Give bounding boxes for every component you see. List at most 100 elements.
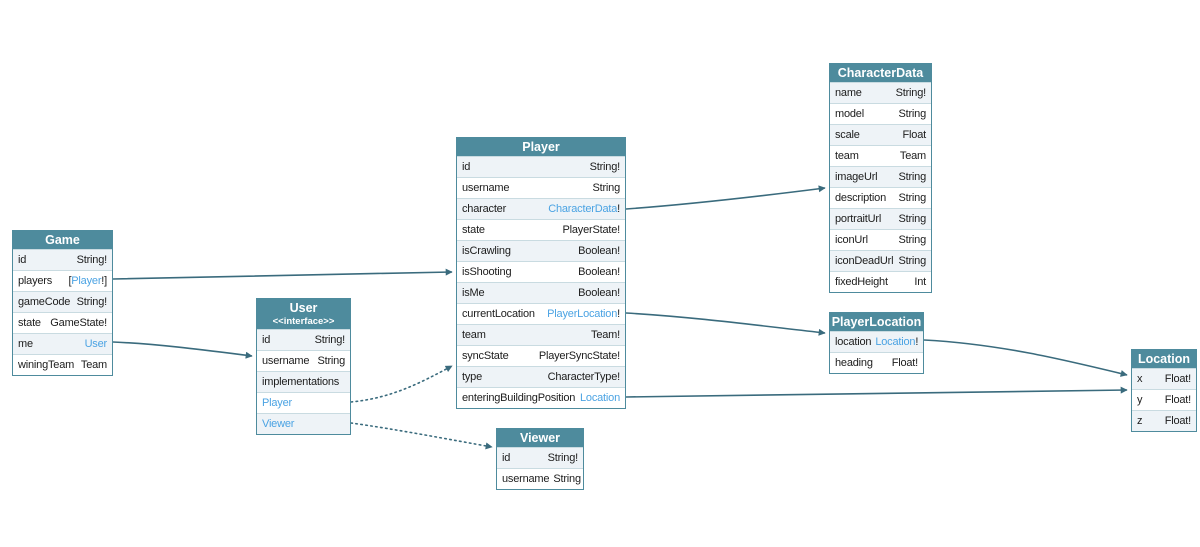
entity-game-title: Game xyxy=(45,233,80,247)
field-name: id xyxy=(18,254,27,266)
user-row-id[interactable]: id String! xyxy=(257,329,350,350)
field-name: gameCode xyxy=(18,296,71,308)
entity-characterdata-header[interactable]: CharacterData xyxy=(830,64,931,82)
field-type: Team xyxy=(80,359,107,371)
field-type: Boolean! xyxy=(578,245,620,257)
type-link-location[interactable]: Location xyxy=(875,336,916,348)
field-type: Team xyxy=(899,150,926,162)
field-type: CharacterData! xyxy=(548,199,620,219)
field-name: isMe xyxy=(462,287,485,299)
entity-playerlocation-title: PlayerLocation xyxy=(831,315,922,329)
field-type: String! xyxy=(314,334,346,346)
field-name: description xyxy=(835,192,886,204)
game-row-players[interactable]: players[Player!] xyxy=(13,270,112,291)
entity-user-title: User xyxy=(289,301,318,315)
field-name: currentLocation xyxy=(462,308,535,320)
player-row-currentLocation[interactable]: currentLocation PlayerLocation! xyxy=(457,303,625,324)
field-name: imageUrl xyxy=(835,171,878,183)
field-name: iconUrl xyxy=(835,234,868,246)
field-type: String xyxy=(898,171,926,183)
type-suffix: !] xyxy=(101,275,107,287)
field-name: z xyxy=(1137,415,1143,427)
edge-game-me-to-user xyxy=(112,341,253,359)
field-name: username xyxy=(462,182,510,194)
user-implementation-viewer[interactable]: Viewer xyxy=(257,413,350,434)
user-section-implementations[interactable]: implementations xyxy=(257,371,350,392)
entity-viewer-title: Viewer xyxy=(519,431,561,445)
type-link-viewer[interactable]: Viewer xyxy=(262,418,295,430)
type-link-user[interactable]: User xyxy=(84,338,108,350)
entity-location-header[interactable]: Location xyxy=(1132,350,1196,368)
type-prefix: [ xyxy=(68,275,72,287)
entity-playerlocation-header[interactable]: PlayerLocation xyxy=(830,313,923,331)
user-implementation-player[interactable]: Player xyxy=(257,392,350,413)
field-name: username xyxy=(262,355,310,367)
game-row-id[interactable]: id String! xyxy=(13,249,112,270)
entity-player-header[interactable]: Player xyxy=(457,138,625,156)
type-link-playerlocation[interactable]: PlayerLocation xyxy=(547,308,618,320)
field-type: Float! xyxy=(1164,415,1192,427)
field-type: PlayerState! xyxy=(562,224,620,236)
entity-viewer-header[interactable]: Viewer xyxy=(497,429,583,447)
type-suffix: ! xyxy=(617,203,620,215)
type-link-player[interactable]: Player xyxy=(262,397,292,409)
type-link-player[interactable]: Player xyxy=(71,275,102,287)
field-name: scale xyxy=(835,129,860,141)
field-name: id xyxy=(462,161,471,173)
type-link-location[interactable]: Location xyxy=(580,392,620,404)
location-row-z[interactable]: z Float! xyxy=(1132,410,1196,431)
field-type: Float! xyxy=(1164,373,1192,385)
field-type: String! xyxy=(76,254,108,266)
entity-game-header[interactable]: Game xyxy=(13,231,112,249)
field-type: PlayerSyncState! xyxy=(538,350,620,362)
player-row-enteringBuildingPosition[interactable]: enteringBuildingPosition Location xyxy=(457,387,625,408)
field-name: enteringBuildingPosition xyxy=(462,392,576,404)
entity-user-header[interactable]: User<<interface>> xyxy=(257,299,350,329)
type-suffix: ! xyxy=(617,308,620,320)
field-name: winingTeam xyxy=(18,359,75,371)
edge-user-implementation-viewer xyxy=(350,422,493,450)
field-name: username xyxy=(502,473,550,485)
characterdata-row-imageUrl[interactable]: imageUrl String xyxy=(830,166,931,187)
field-type: CharacterType! xyxy=(547,371,621,383)
edge-player-enteringbuildingposition-to-location xyxy=(625,386,1128,398)
field-type: Location xyxy=(580,388,620,408)
field-name: id xyxy=(262,334,271,346)
field-type: Int xyxy=(914,276,926,288)
game-row-winingTeam[interactable]: winingTeam Team xyxy=(13,354,112,375)
type-link-characterdata[interactable]: CharacterData xyxy=(548,203,618,215)
